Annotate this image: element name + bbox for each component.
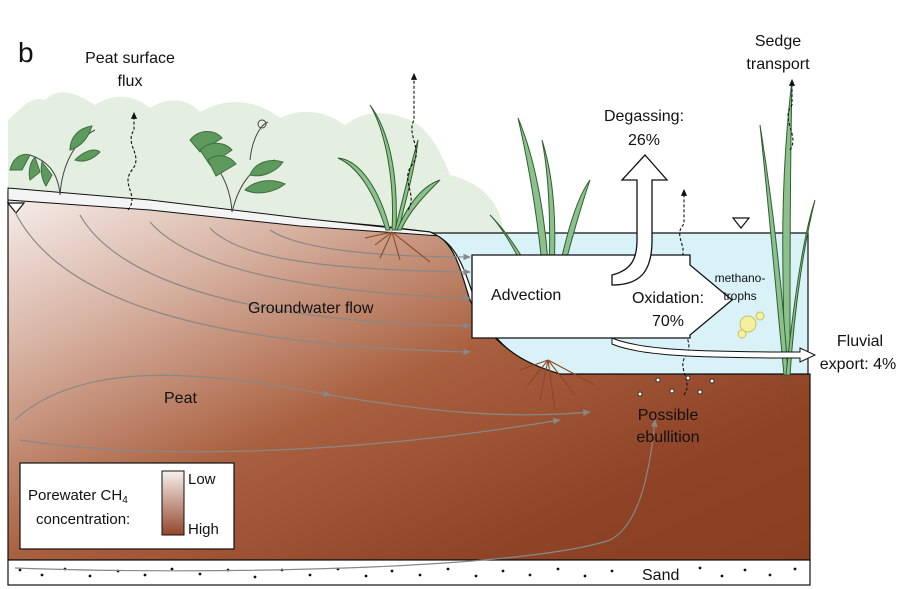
advection-arrow — [471, 254, 734, 339]
fluvial-export-label-2: export: 4% — [820, 356, 896, 373]
fluvial-export-label-1: Fluvial — [837, 333, 883, 350]
oxidation-label-2: 70% — [652, 313, 684, 330]
groundwater-flow-label: Groundwater flow — [248, 300, 374, 317]
legend: Porewater CH4 concentration: Low High — [19, 462, 235, 550]
peat-surface-flux-arrow — [127, 111, 138, 211]
water-table-marker-left — [6, 202, 26, 214]
methanotrophs-label-1: methano- — [715, 271, 766, 285]
legend-title-line-1: Porewater CH4 — [28, 487, 128, 506]
ebullition-bubbles — [637, 375, 715, 397]
peat-label: Peat — [164, 390, 197, 407]
sedge-transport-label-1: Sedge — [755, 33, 801, 50]
fluvial-export-arrow — [611, 337, 817, 363]
peat-surface-flux-label-1: Peat surface — [85, 50, 175, 67]
groundwater-flow-lines — [14, 211, 658, 572]
sand-grains — [18, 566, 797, 579]
sedge-transport-label-2: transport — [746, 56, 810, 73]
roots — [364, 231, 809, 421]
sand-layer — [7, 559, 811, 586]
methanotrophs-icon — [737, 311, 765, 339]
legend-low-label: Low — [188, 471, 216, 488]
degassing-label-2: 26% — [628, 132, 660, 149]
panel-letter: b — [18, 37, 34, 68]
water-flux-arrow — [679, 188, 688, 261]
legend-box — [19, 462, 235, 550]
oxidation-label-1: Oxidation: — [632, 290, 704, 307]
sedge-flux-arrow — [787, 78, 796, 151]
advection-label: Advection — [491, 287, 561, 304]
methanotrophs-label-2: trophs — [723, 289, 756, 303]
fern-middle — [189, 119, 286, 213]
legend-title-line-2: concentration: — [36, 511, 130, 528]
possible-ebullition-label-1: Possible — [638, 407, 699, 424]
degassing-label-1: Degassing: — [604, 108, 684, 125]
legend-title-subscript: 4 — [122, 495, 128, 506]
grass-flux-arrow — [407, 72, 418, 211]
legend-high-label: High — [188, 521, 219, 538]
grass-left — [337, 104, 441, 231]
sedge-right — [759, 79, 816, 376]
sand-label: Sand — [642, 567, 679, 584]
peat-surface-flux-label-2: flux — [118, 73, 143, 90]
fern-left — [9, 125, 101, 196]
possible-ebullition-label-2: ebullition — [636, 429, 699, 446]
degassing-arrow — [611, 154, 669, 286]
legend-gradient-bar — [161, 470, 185, 536]
water-table-marker-right — [731, 217, 751, 229]
